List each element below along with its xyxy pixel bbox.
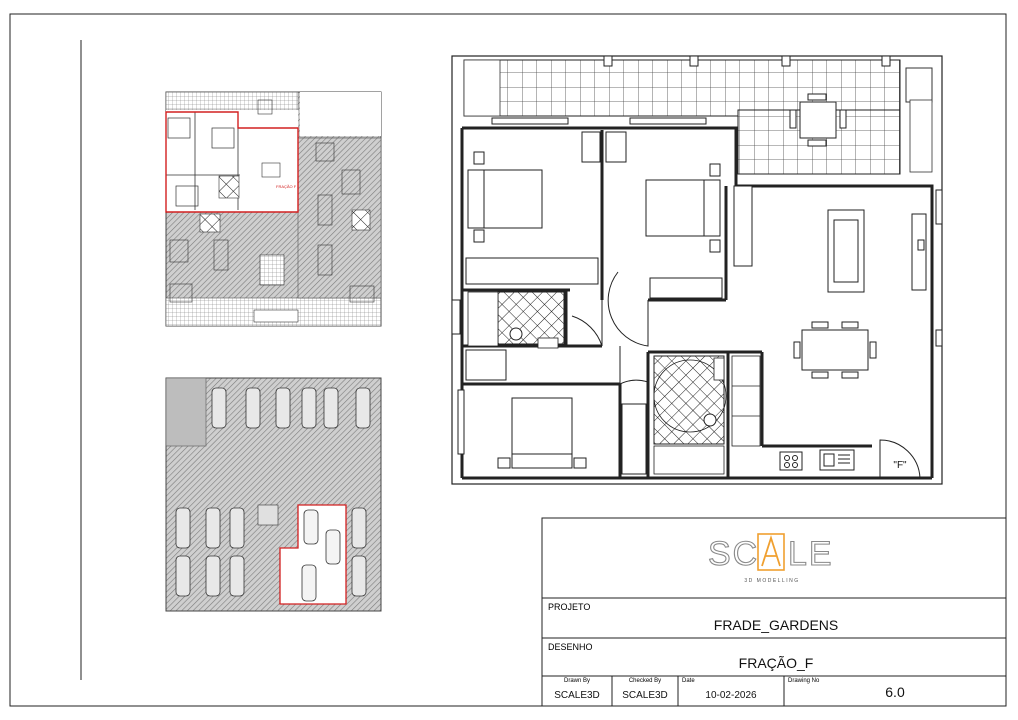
date-value: 10-02-2026: [705, 690, 757, 701]
checked-by-value: SCALE3D: [622, 690, 668, 701]
key-plan-floor: FRAÇÃO F: [165, 91, 382, 327]
sheet-border: [9, 13, 1007, 707]
kitchen-counter: [779, 449, 855, 471]
desenho-value: FRAÇÃO_F: [739, 655, 814, 671]
drawing-no-label: Drawing No: [788, 678, 820, 684]
svg-text:LE: LE: [788, 535, 834, 573]
sofa: [827, 209, 927, 293]
desenho-label: DESENHO: [548, 642, 593, 652]
checked-by-label: Checked By: [629, 678, 661, 684]
date-label: Date: [682, 678, 695, 684]
bed-3: [465, 349, 647, 475]
dining-table: [793, 321, 877, 379]
unit-highlight-outline: [165, 111, 299, 213]
terrace-table: [789, 93, 847, 147]
scale-logo: SC LE 3D MODELLING: [707, 533, 834, 584]
key-plan-garage: [165, 377, 382, 612]
drawn-by-label: Drawn By: [564, 678, 590, 684]
key-plan-unit-label: FRAÇÃO F: [276, 184, 297, 189]
svg-text:SC: SC: [708, 535, 759, 573]
drawing-no-value: 6.0: [885, 684, 905, 700]
main-floor-plan: "F": [451, 55, 943, 485]
drawn-by-value: SCALE3D: [554, 690, 600, 701]
bathroom-1-floor: [497, 291, 565, 345]
logo-subtitle: 3D MODELLING: [744, 578, 799, 584]
unit-label: "F": [893, 460, 907, 471]
bed-1: [465, 151, 599, 285]
projeto-value: FRADE_GARDENS: [714, 617, 838, 633]
projeto-label: PROJETO: [548, 602, 590, 612]
bed-2: [581, 131, 753, 299]
title-block: SC LE 3D MODELLING PROJETO FRADE_GARDENS…: [541, 517, 1007, 707]
